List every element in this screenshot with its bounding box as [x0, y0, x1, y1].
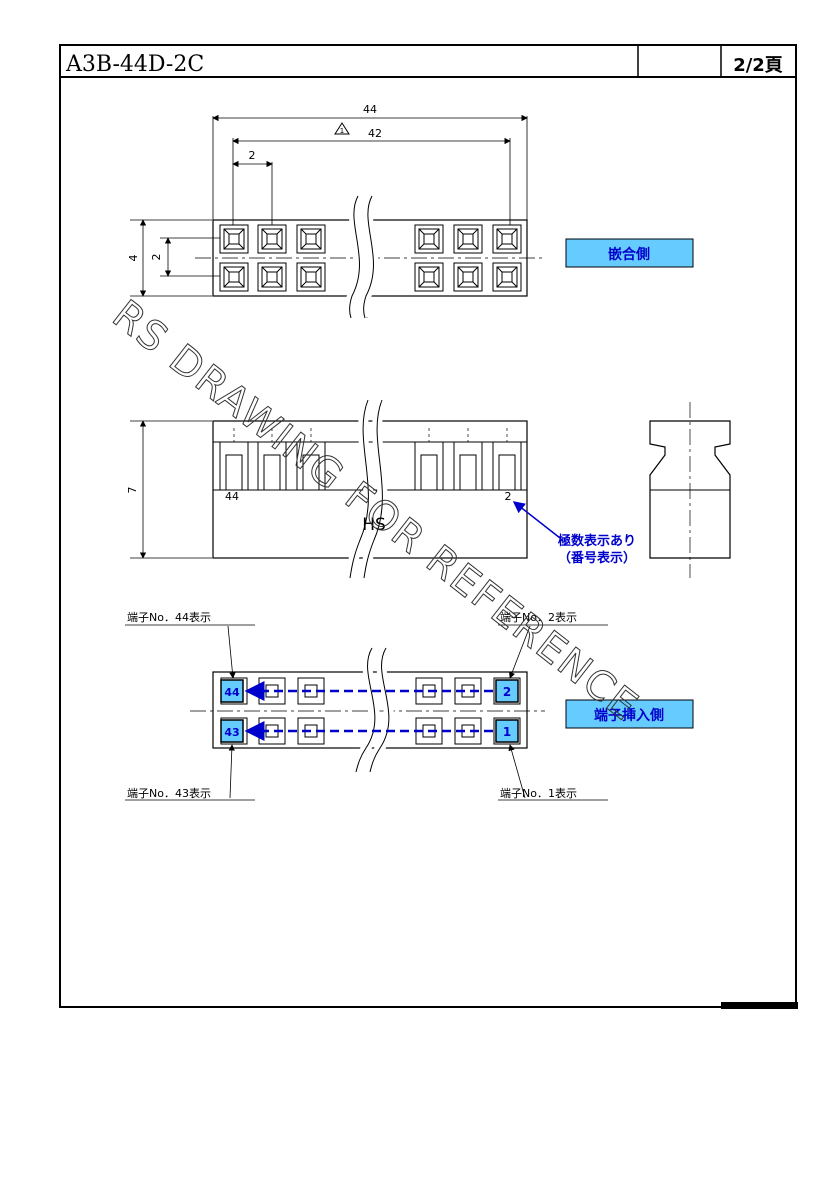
logo-mark: HS [362, 515, 386, 535]
dim-row-pitch: 2 [150, 254, 163, 261]
insertion-side-label: 端子挿入側 [594, 707, 664, 724]
cavity [414, 224, 444, 254]
watermark: RS DRAWING FOR REFERENCE [104, 292, 647, 731]
slot [257, 428, 287, 491]
mating-side-label: 嵌合側 [608, 246, 650, 263]
callout-terminal-2: 端子No．2表示 [500, 610, 577, 624]
pin-2: 2 [495, 679, 519, 703]
dim-side-height: 7 [126, 487, 139, 494]
pin-1: 1 [495, 719, 519, 743]
callout-terminal-1: 端子No．1表示 [500, 786, 577, 800]
slot [219, 428, 249, 491]
dim-pitch: 2 [249, 149, 256, 162]
svg-text:1: 1 [503, 725, 511, 739]
cavity [296, 262, 326, 292]
dim-overall-width: 44 [363, 103, 377, 116]
pole-marking-sub-label: （番号表示） [558, 550, 636, 566]
cavity [257, 224, 287, 254]
svg-text:43: 43 [224, 726, 239, 739]
pole-marking-arrow [512, 501, 561, 539]
pin-43: 43 [220, 719, 244, 743]
cavity [257, 262, 287, 292]
part-number: A3B-44D-2C [65, 52, 204, 77]
svg-text:44: 44 [224, 686, 240, 699]
pin2-mark: 2 [505, 490, 512, 503]
svg-text:1: 1 [340, 127, 344, 135]
pin-44: 44 [220, 679, 244, 703]
cavity [492, 262, 522, 292]
slot [453, 428, 483, 491]
dim-pitch-span: 42 [368, 127, 382, 140]
side-view [649, 402, 731, 578]
callout-terminal-44: 端子No．44表示 [127, 610, 211, 624]
contact-slots [219, 428, 522, 491]
slot [296, 428, 326, 491]
svg-text:2: 2 [503, 685, 511, 699]
pin44-mark: 44 [225, 490, 239, 503]
contact-cavities [219, 224, 522, 292]
cavity [414, 262, 444, 292]
cavity [296, 224, 326, 254]
pole-marking-label: 極数表示あり [557, 533, 636, 549]
cavity [219, 262, 249, 292]
callout-lines [125, 624, 608, 801]
cavity [453, 224, 483, 254]
top-view-dims-text: 44 42 2 4 2 [127, 103, 382, 262]
revision-triangle-icon: 1 [334, 122, 350, 135]
page-number: 2/2頁 [733, 55, 783, 76]
top-view [130, 114, 545, 320]
insertion-side-label-box [565, 699, 694, 729]
cavity [453, 262, 483, 292]
cavity [219, 224, 249, 254]
front-view [130, 398, 528, 579]
sheet-frame [59, 44, 798, 1009]
dim-height-top: 4 [127, 255, 140, 262]
slot [492, 428, 522, 491]
mating-side-label-box [565, 238, 694, 268]
slot [414, 428, 444, 491]
cavity [492, 224, 522, 254]
callout-terminal-43: 端子No．43表示 [127, 786, 211, 800]
bottom-view [190, 645, 545, 774]
